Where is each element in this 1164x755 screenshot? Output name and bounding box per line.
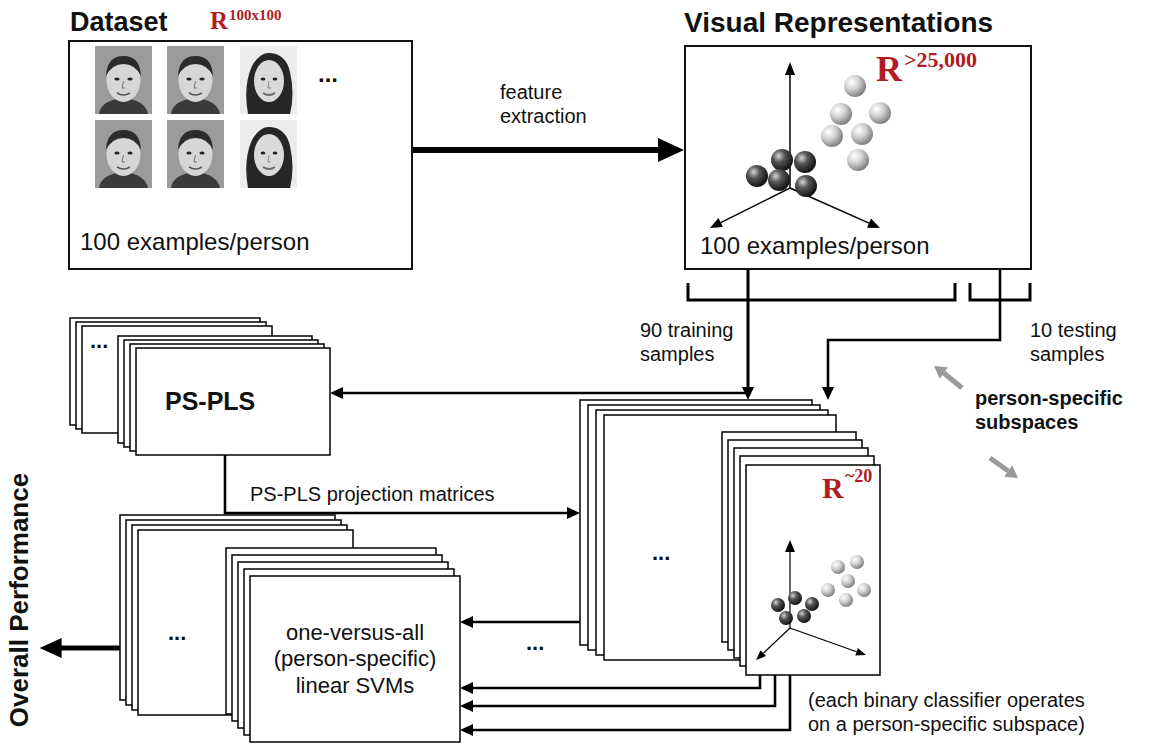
space-symbol: R [876, 48, 902, 91]
ellipsis: ... [168, 620, 186, 646]
connector-line [828, 270, 1000, 389]
connector-line [471, 675, 790, 730]
panel-heading: Visual Representations [684, 6, 993, 40]
dataset-panel: Dataset R100x100... 100 examples/person [68, 8, 413, 270]
connector-arrow [413, 138, 684, 162]
space-dimension: ~20 [845, 466, 872, 488]
arrow-head [822, 387, 834, 400]
output-title-text: Overall Performance [4, 473, 35, 727]
space-dimension: >25,000 [904, 47, 977, 73]
arrow-head [40, 638, 62, 658]
space-dimension: 100x100 [229, 6, 282, 24]
svm-card-stack [120, 515, 460, 742]
edge-label: 10 testing samples [1030, 318, 1135, 366]
ellipsis: ... [318, 60, 338, 89]
panel-heading: Dataset [70, 6, 168, 38]
ellipsis: ... [526, 630, 544, 656]
space-symbol: R [210, 6, 228, 36]
arrow-head [330, 387, 343, 399]
subspace-card-stack [580, 400, 880, 675]
space-symbol: R [822, 470, 844, 506]
process-title: PS-PLS [165, 386, 255, 416]
face-photos [95, 46, 297, 188]
arrow-head [460, 700, 473, 712]
connector-line [60, 646, 120, 651]
connector-arrow [460, 675, 790, 736]
callout-label: person-specific subspaces [975, 386, 1150, 434]
edge-label: 90 training samples [640, 318, 745, 366]
connector-line [471, 675, 760, 688]
process-title: one-versus-all (person-specific) linear … [260, 620, 450, 699]
edge-label: feature extraction [500, 80, 615, 128]
feature-space-plot [710, 62, 891, 228]
connector-arrow [822, 270, 1000, 400]
sample-brackets [688, 283, 1030, 300]
connector-arrow [40, 638, 120, 658]
arrow-head [460, 724, 473, 736]
connector-line [471, 675, 775, 706]
subspace-plot [756, 540, 871, 660]
subspace-stack: ... R~20 [580, 400, 880, 675]
panel-note: 100 examples/person [80, 228, 309, 257]
connector-arrow [225, 455, 580, 519]
pls-stack: ... PS-PLS [70, 318, 330, 455]
feature-panel: Visual RepresentationsR>25,000 100 exampl… [684, 8, 1032, 270]
edge-label: PS-PLS projection matrices [250, 482, 495, 506]
connector-line [413, 147, 660, 153]
note-text: (each binary classifier operates on a pe… [808, 688, 1108, 736]
connector-line [225, 455, 569, 513]
arrow-head [658, 138, 684, 162]
connector-arrow [330, 270, 748, 399]
pls-card-stack [70, 318, 330, 455]
ellipsis: ... [652, 540, 670, 566]
connector-line [471, 621, 580, 624]
panel-note: 100 examples/person [700, 232, 929, 261]
svm-stack: ... one-versus-all (person-specific) line… [120, 515, 460, 742]
ellipsis: ... [90, 328, 108, 354]
connector-line [341, 270, 748, 393]
output-title: Overall Performance [4, 473, 35, 727]
arrow-head [460, 682, 473, 694]
arrow-head [567, 507, 580, 519]
connector-arrow [460, 675, 760, 694]
arrow-head [460, 616, 473, 628]
connector-arrow [460, 675, 775, 712]
connector-arrow [460, 616, 580, 628]
